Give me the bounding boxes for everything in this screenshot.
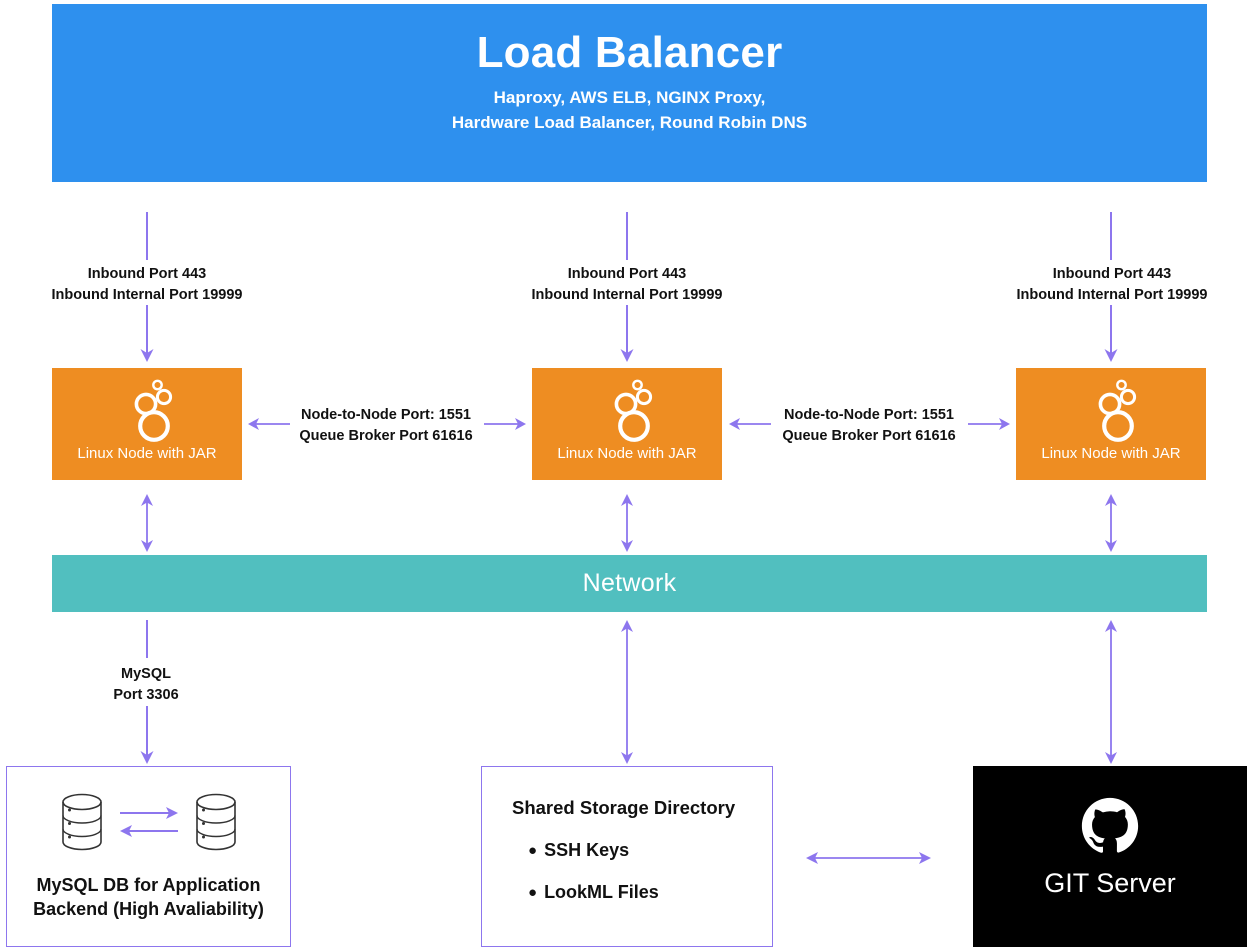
node-network-arrow-left — [141, 494, 153, 552]
mysql-db-panel: MySQL DB for Application Backend (High A… — [6, 766, 291, 947]
shared-storage-item-label: LookML Files — [544, 882, 659, 902]
node-to-node-left-line-1: Node-to-Node Port: 1551 — [301, 407, 471, 423]
mysql-db-caption: MySQL DB for Application Backend (High A… — [33, 873, 264, 922]
lb-to-node-arrow-left — [140, 305, 154, 362]
list-item: ● SSH Keys — [512, 840, 772, 861]
shared-storage-title: Shared Storage Directory — [512, 797, 736, 818]
linux-node-label-right: Linux Node with JAR — [1041, 445, 1181, 462]
inbound-port-middle-line-2: Inbound Internal Port 19999 — [531, 287, 723, 304]
network-to-db-stub — [146, 620, 148, 658]
storage-to-git-arrow — [806, 852, 931, 864]
load-balancer-subtitle-line-1: Haproxy, AWS ELB, NGINX Proxy, — [493, 88, 766, 108]
linux-node-label-middle: Linux Node with JAR — [557, 445, 697, 462]
linux-node-box-middle[interactable]: Linux Node with JAR — [532, 368, 722, 480]
mysql-db-caption-line-2: Backend (High Avaliability) — [33, 899, 264, 920]
database-replication-row — [60, 793, 238, 851]
bubbles-icon — [614, 379, 653, 442]
bubbles-icon — [134, 379, 173, 442]
mysql-link-line-1: MySQL — [121, 666, 171, 682]
list-item: ● LookML Files — [512, 882, 772, 903]
lb-to-node-arrow-right — [1104, 305, 1118, 362]
node-network-arrow-middle — [621, 494, 633, 552]
node-to-node-arrow-left-in — [484, 418, 526, 430]
shared-storage-item-label: SSH Keys — [544, 840, 630, 860]
network-bar: Network — [52, 555, 1207, 612]
load-balancer-subtitle-line-2: Hardware Load Balancer, Round Robin DNS — [451, 112, 808, 132]
inbound-port-label-right: Inbound Port 443 Inbound Internal Port 1… — [965, 264, 1251, 306]
git-server-panel: GIT Server — [973, 766, 1247, 947]
linux-node-box-right[interactable]: Linux Node with JAR — [1016, 368, 1206, 480]
bubbles-icon — [1098, 379, 1137, 442]
inbound-port-label-left: Inbound Port 443 Inbound Internal Port 1… — [0, 264, 294, 306]
node-to-node-arrow-right-out — [729, 418, 771, 430]
lb-to-node-arrow-middle — [620, 305, 634, 362]
network-to-db-arrow — [140, 706, 154, 764]
github-icon — [1081, 797, 1139, 853]
database-sync-arrows-icon — [119, 807, 178, 837]
bullet-icon: ● — [528, 842, 538, 859]
inbound-port-label-middle: Inbound Port 443 Inbound Internal Port 1… — [480, 264, 774, 306]
inbound-port-middle-line-1: Inbound Port 443 — [567, 266, 687, 282]
network-to-git-arrow — [1105, 620, 1117, 764]
database-cylinder-icon — [195, 793, 236, 851]
inbound-port-right-line-1: Inbound Port 443 — [1052, 266, 1172, 282]
node-to-node-label-right: Node-to-Node Port: 1551 Queue Broker Por… — [770, 405, 968, 447]
lb-connector-stub-middle — [626, 212, 628, 260]
load-balancer-subtitle: Haproxy, AWS ELB, NGINX Proxy, Hardware … — [452, 86, 807, 135]
lb-connector-stub-left — [146, 212, 148, 260]
network-to-storage-arrow — [621, 620, 633, 764]
linux-node-label-left: Linux Node with JAR — [77, 445, 217, 462]
inbound-port-left-line-1: Inbound Port 443 — [87, 266, 207, 282]
network-label: Network — [582, 569, 677, 597]
shared-storage-list: ● SSH Keys ● LookML Files — [512, 840, 772, 903]
mysql-db-caption-line-1: MySQL DB for Application — [36, 875, 261, 895]
node-to-node-arrow-right-in — [968, 418, 1010, 430]
mysql-link-label: MySQL Port 3306 — [46, 664, 246, 706]
node-to-node-left-line-2: Queue Broker Port 61616 — [299, 428, 473, 445]
linux-node-box-left[interactable]: Linux Node with JAR — [52, 368, 242, 480]
node-to-node-right-line-2: Queue Broker Port 61616 — [782, 428, 956, 445]
mysql-link-line-2: Port 3306 — [113, 687, 179, 704]
inbound-port-right-line-2: Inbound Internal Port 19999 — [1016, 287, 1208, 304]
lb-connector-stub-right — [1110, 212, 1112, 260]
bullet-icon: ● — [528, 884, 538, 901]
load-balancer-box: Load Balancer Haproxy, AWS ELB, NGINX Pr… — [52, 4, 1207, 182]
node-to-node-arrow-left-out — [248, 418, 290, 430]
database-cylinder-icon — [61, 793, 102, 851]
node-to-node-label-left: Node-to-Node Port: 1551 Queue Broker Por… — [288, 405, 484, 447]
git-server-label: GIT Server — [1044, 868, 1176, 898]
shared-storage-panel: Shared Storage Directory ● SSH Keys ● Look… — [481, 766, 773, 947]
node-network-arrow-right — [1105, 494, 1117, 552]
node-to-node-right-line-1: Node-to-Node Port: 1551 — [784, 407, 954, 423]
load-balancer-title: Load Balancer — [476, 28, 783, 77]
inbound-port-left-line-2: Inbound Internal Port 19999 — [51, 287, 243, 304]
